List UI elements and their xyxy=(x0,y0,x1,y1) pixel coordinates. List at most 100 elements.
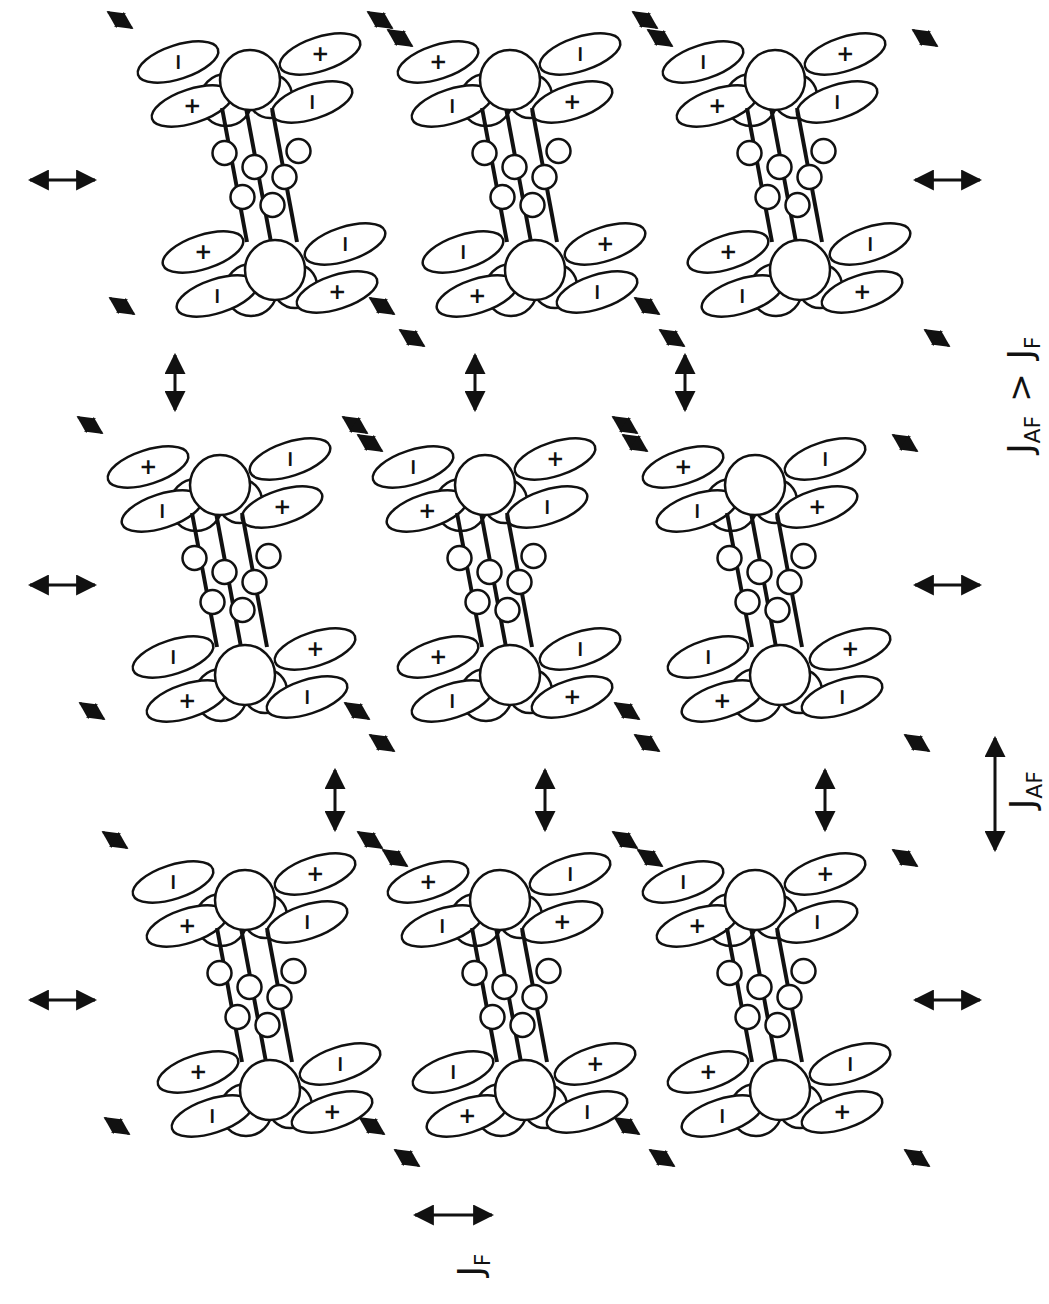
coupling-arrow xyxy=(633,12,657,28)
phase-sign: − xyxy=(431,917,453,935)
coupling-arrow xyxy=(110,298,134,314)
metal-atom xyxy=(480,645,540,705)
orbital-lobe xyxy=(128,628,218,686)
coupling-arrow xyxy=(638,850,662,866)
small-atom xyxy=(533,165,557,189)
phase-sign: + xyxy=(839,640,861,658)
phase-sign: − xyxy=(402,458,424,476)
coupling-arrow xyxy=(370,298,394,314)
metal-atom xyxy=(750,645,810,705)
small-atom xyxy=(213,560,237,584)
coupling-arrow xyxy=(893,435,917,451)
bond xyxy=(727,928,752,1062)
small-atom xyxy=(287,139,311,163)
small-atom xyxy=(523,985,547,1009)
orbital-lobe xyxy=(780,845,870,903)
phase-sign: − xyxy=(201,1107,223,1125)
orbital-lobe xyxy=(368,438,458,496)
coupling-arrow xyxy=(925,330,949,346)
coupling-arrow xyxy=(358,832,382,848)
orbital-lobe xyxy=(383,853,473,911)
small-atom xyxy=(798,165,822,189)
subscript: AF xyxy=(1020,416,1045,444)
phase-sign: + xyxy=(309,45,331,63)
small-atom xyxy=(282,959,306,983)
phase-sign: − xyxy=(279,450,301,468)
coupling-arrow xyxy=(343,417,367,433)
bond xyxy=(272,108,297,242)
small-atom xyxy=(748,560,772,584)
molecular-dimer xyxy=(103,430,360,730)
phase-sign: + xyxy=(672,458,694,476)
phase-sign: − xyxy=(441,692,463,710)
coupling-arrow xyxy=(615,703,639,719)
bond xyxy=(522,928,547,1062)
phase-sign: − xyxy=(151,502,173,520)
metal-atom xyxy=(750,1060,810,1120)
metal-atom xyxy=(190,455,250,515)
coupling-arrow xyxy=(80,703,104,719)
bond xyxy=(192,513,217,647)
orbital-lobe xyxy=(245,430,335,488)
orbital-lobe xyxy=(393,628,483,686)
coupling-label: JAF>JF xyxy=(1003,337,1037,454)
small-atom xyxy=(718,961,742,985)
small-atom xyxy=(268,985,292,1009)
phase-sign: + xyxy=(187,1063,209,1081)
phase-sign: + xyxy=(584,1055,606,1073)
small-atom xyxy=(478,560,502,584)
orbital-lobe xyxy=(133,33,223,91)
orbital-lobe xyxy=(408,1043,498,1101)
phase-sign: + xyxy=(551,913,573,931)
coupling-arrow xyxy=(648,30,672,46)
molecular-dimer xyxy=(128,845,385,1145)
small-atom xyxy=(261,193,285,217)
small-atom xyxy=(273,165,297,189)
bond xyxy=(457,513,482,647)
phase-sign: − xyxy=(442,1063,464,1081)
phase-sign: − xyxy=(206,287,228,305)
coupling-arrow xyxy=(650,1150,674,1166)
small-atom xyxy=(256,1013,280,1037)
bond xyxy=(217,928,242,1062)
coupling-arrow xyxy=(105,1118,129,1134)
phase-sign: + xyxy=(181,97,203,115)
orbital-lobe xyxy=(393,33,483,91)
coupling-arrow xyxy=(905,1150,929,1166)
phase-sign: − xyxy=(672,873,694,891)
coupling-arrow xyxy=(474,355,477,410)
phase-sign: − xyxy=(731,287,753,305)
coupling-arrow xyxy=(400,330,424,346)
phase-sign: + xyxy=(814,865,836,883)
small-atom xyxy=(226,1005,250,1029)
coupling-arrow xyxy=(358,435,382,451)
coupling-arrow xyxy=(334,770,337,830)
phase-sign: + xyxy=(561,688,583,706)
phase-sign: − xyxy=(536,498,558,516)
bond xyxy=(727,513,752,647)
small-atom xyxy=(778,570,802,594)
metal-atom xyxy=(725,455,785,515)
small-atom xyxy=(738,141,762,165)
small-atom xyxy=(231,598,255,622)
small-atom xyxy=(213,141,237,165)
phase-sign: + xyxy=(561,93,583,111)
orbital-lobe xyxy=(683,223,773,281)
metal-atom xyxy=(240,1060,300,1120)
small-atom xyxy=(496,598,520,622)
phase-sign: + xyxy=(834,45,856,63)
phase-sign: + xyxy=(806,498,828,516)
small-atom xyxy=(768,155,792,179)
small-atom xyxy=(481,1005,505,1029)
coupling-arrow xyxy=(30,999,95,1002)
metal-atom xyxy=(215,645,275,705)
bond xyxy=(532,108,557,242)
orbital-lobe xyxy=(158,223,248,281)
orbital-lobe xyxy=(550,1035,640,1093)
molecular-dimer xyxy=(638,430,895,730)
bond xyxy=(222,108,247,242)
phase-sign: + xyxy=(466,287,488,305)
symbol: J xyxy=(1000,349,1040,359)
phase-sign: − xyxy=(576,1103,598,1121)
coupling-arrow xyxy=(615,1118,639,1134)
